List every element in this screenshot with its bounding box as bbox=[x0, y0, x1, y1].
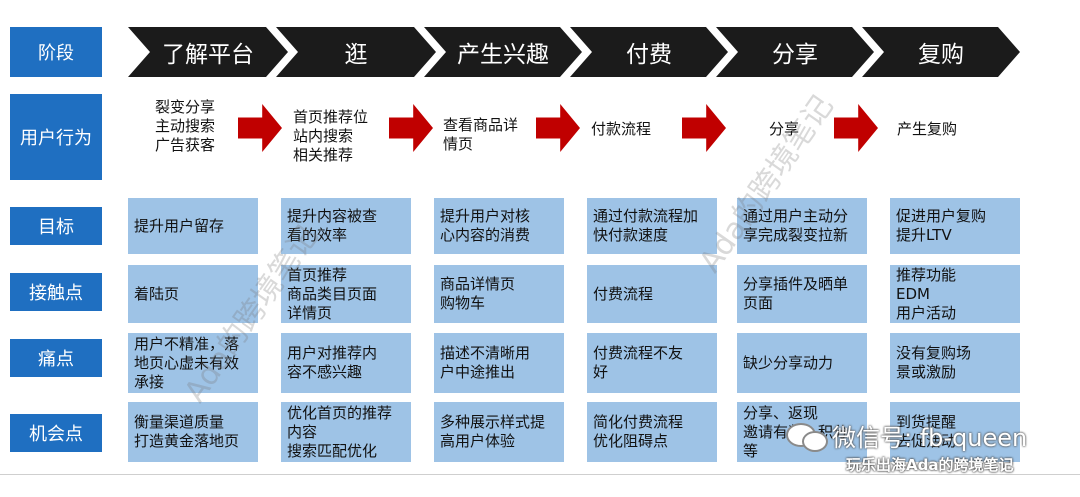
stage-chevron-1: 了解平台 bbox=[128, 27, 288, 77]
behavior-3: 查看商品详 情页 bbox=[443, 116, 519, 153]
row-label-stage: 阶段 bbox=[10, 27, 102, 77]
stage-chevron-3: 产生兴趣 bbox=[424, 27, 582, 77]
touchpoint-cell-5: 分享插件及晒单 页面 bbox=[737, 265, 867, 323]
touchpoint-cell-4: 付费流程 bbox=[587, 265, 717, 323]
opportunity-cell-2: 优化首页的推荐 内容 搜索匹配优化 bbox=[281, 402, 411, 462]
row-label-user-behavior: 用户行为 bbox=[10, 94, 102, 180]
opportunity-cell-1: 衡量渠道质量 打造黄金落地页 bbox=[128, 402, 258, 462]
flow-arrow-1 bbox=[238, 104, 282, 152]
pain-point-cell-2: 用户对推荐内 容不感兴趣 bbox=[281, 333, 411, 393]
opportunity-cell-6: 到货提醒 去促活动 bbox=[890, 402, 1020, 462]
pain-point-cell-4: 付费流程不友 好 bbox=[587, 333, 717, 393]
flow-arrow-3 bbox=[536, 104, 580, 152]
pain-point-cell-6: 没有复购场 景或激励 bbox=[890, 333, 1020, 393]
touchpoint-cell-2: 首页推荐 商品类目页面 详情页 bbox=[281, 265, 411, 323]
stage-chevron-5: 分享 bbox=[716, 27, 874, 77]
wechat-badge: 微信号: fb-queen bbox=[786, 418, 1027, 453]
pain-point-cell-5: 缺少分享动力 bbox=[737, 333, 867, 393]
goal-cell-1: 提升用户留存 bbox=[128, 198, 258, 254]
row-label-opportunity: 机会点 bbox=[10, 414, 102, 452]
wechat-id-label: 微信号: fb-queen bbox=[832, 424, 1028, 452]
behavior-2: 首页推荐位 站内搜索 相关推荐 bbox=[293, 108, 369, 164]
footer-divider bbox=[0, 474, 1080, 475]
behavior-1: 裂变分享 主动搜索 广告获客 bbox=[155, 98, 216, 154]
goal-cell-2: 提升内容被查 看的效率 bbox=[281, 198, 411, 254]
opportunity-cell-3: 多种展示样式提 高用户体验 bbox=[434, 402, 564, 462]
behavior-4: 付款流程 bbox=[591, 120, 652, 138]
touchpoint-cell-1: 着陆页 bbox=[128, 265, 258, 323]
flow-arrow-2 bbox=[389, 104, 433, 152]
touchpoint-cell-6: 推荐功能 EDM 用户活动 bbox=[890, 265, 1020, 323]
goal-cell-4: 通过付款流程加 快付款速度 bbox=[587, 198, 717, 254]
wechat-icon bbox=[786, 419, 828, 453]
row-label-goal: 目标 bbox=[10, 207, 102, 245]
stage-chevron-4: 付费 bbox=[570, 27, 728, 77]
opportunity-cell-4: 简化付费流程 优化阻碍点 bbox=[587, 402, 717, 462]
flow-arrow-4 bbox=[682, 104, 726, 152]
flow-arrow-5 bbox=[834, 104, 878, 152]
row-label-pain-point: 痛点 bbox=[10, 339, 102, 377]
stage-chevron-6: 复购 bbox=[862, 27, 1020, 77]
row-label-touchpoint: 接触点 bbox=[10, 273, 102, 311]
behavior-6: 产生复购 bbox=[897, 120, 958, 138]
stage-chevron-2: 逛 bbox=[276, 27, 436, 77]
goal-cell-6: 促进用户复购 提升LTV bbox=[890, 198, 1020, 254]
behavior-5: 分享 bbox=[769, 120, 800, 138]
pain-point-cell-1: 用户不精准，落 地页心虚未有效 承接 bbox=[128, 333, 258, 393]
pain-point-cell-3: 描述不清晰用 户中途推出 bbox=[434, 333, 564, 393]
goal-cell-3: 提升用户对核 心内容的消费 bbox=[434, 198, 564, 254]
goal-cell-5: 通过用户主动分 享完成裂变拉新 bbox=[737, 198, 867, 254]
account-caption: 玩乐出海Ada的跨境笔记 bbox=[846, 456, 1014, 474]
touchpoint-cell-3: 商品详情页 购物车 bbox=[434, 265, 564, 323]
